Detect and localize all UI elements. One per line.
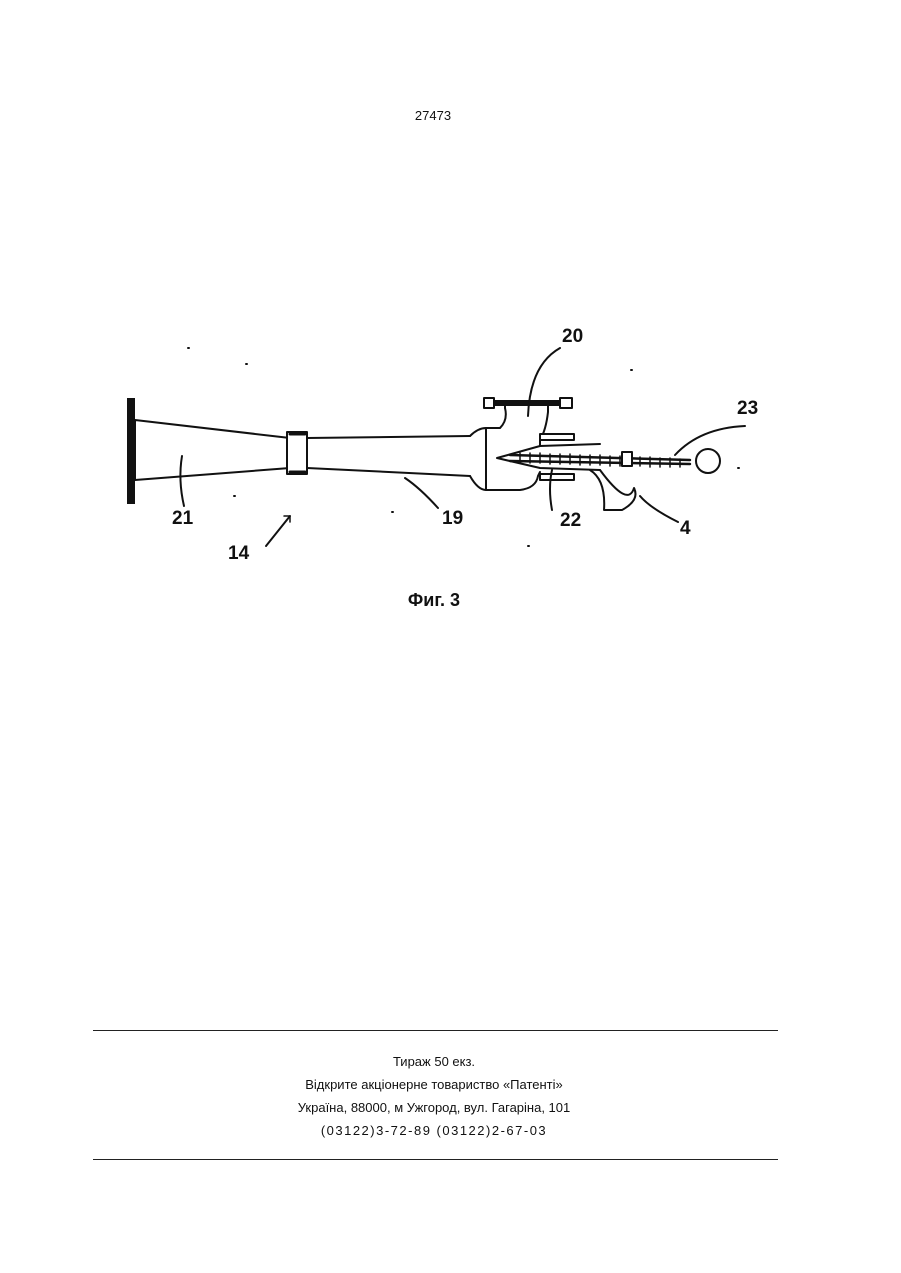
imprint-print-run: Тираж 50 екз. [0, 1050, 868, 1073]
imprint-phones: (03122)3-72-89 (03122)2-67-03 [0, 1119, 868, 1142]
figure-caption: Фиг. 3 [0, 590, 868, 611]
imprint-publisher: Відкрите акціонерне товариство «Патенті» [0, 1073, 868, 1096]
imprint-bottom-rule [93, 1159, 778, 1160]
ejector-chamber [470, 428, 486, 490]
label-20: 20 [562, 326, 583, 347]
coupling-sleeve [287, 432, 307, 474]
label-4: 4 [680, 518, 691, 539]
patent-figure-3-drawing: 20 23 21 19 22 4 14 [100, 310, 800, 580]
label-14: 14 [228, 543, 250, 564]
element-4 [590, 470, 636, 510]
label-23: 23 [737, 398, 758, 419]
handle-ball [696, 449, 720, 473]
mixing-tube [307, 436, 470, 476]
imprint-top-rule [93, 1030, 778, 1031]
label-21: 21 [172, 508, 194, 529]
label-22: 22 [560, 510, 581, 531]
left-flange [127, 398, 135, 504]
label-19: 19 [442, 508, 463, 529]
diffuser-body [135, 420, 290, 480]
imprint-block: Тираж 50 екз. Відкрите акціонерне товари… [0, 1050, 868, 1142]
imprint-address: Україна, 88000, м Ужгород, вул. Гагаріна… [0, 1096, 868, 1119]
page-number: 27473 [0, 108, 866, 123]
